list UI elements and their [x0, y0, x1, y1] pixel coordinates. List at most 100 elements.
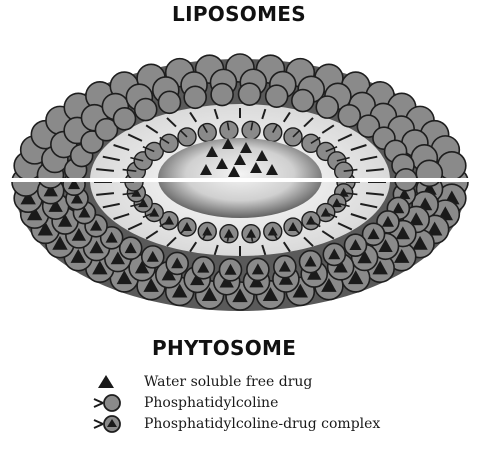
lipid-drug-complex-head — [140, 245, 165, 269]
lipid-head — [337, 103, 362, 128]
lipid-tail — [321, 124, 335, 134]
lipid-drug-complex-icon — [93, 415, 121, 433]
lipid-tail — [127, 222, 143, 231]
inner-complex-head — [159, 210, 179, 231]
inner-complex-head — [301, 210, 321, 231]
lipid-head — [210, 82, 234, 107]
lipid-tail — [350, 213, 367, 220]
lipid-tail — [365, 192, 384, 196]
legend-label: Water soluble free drug — [144, 374, 313, 390]
lipid-head — [112, 106, 137, 131]
lipid-tail — [96, 192, 115, 196]
vesicle-illustration — [0, 53, 478, 311]
lipid-drug-complex-head — [99, 225, 124, 250]
inner-lipid-head — [283, 127, 303, 147]
lipid-tail — [145, 124, 159, 134]
lipid-tail — [102, 155, 120, 162]
lipid-tail — [113, 144, 130, 151]
inner-complex-head — [263, 221, 283, 242]
inner-lipid-head — [197, 122, 217, 143]
lipid-tail — [365, 168, 384, 172]
lipid-tail — [303, 117, 314, 128]
cross-section-divider — [0, 178, 478, 182]
lipid-head — [133, 97, 158, 122]
lipid-tail — [261, 108, 267, 120]
free-drug-triangles — [200, 138, 278, 177]
inner-complex-head — [197, 221, 217, 242]
free-drug-triangle — [216, 158, 228, 169]
lipid-tail — [189, 111, 198, 123]
lipid-tail — [282, 111, 291, 123]
lipid-tail — [127, 133, 143, 142]
free-drug-triangle — [222, 138, 234, 149]
free-drug-triangle — [250, 162, 262, 173]
lipid-drug-complex-head — [118, 236, 143, 261]
lipid-drug-complex-head — [361, 222, 386, 247]
lipid-drug-complex-head — [246, 257, 270, 282]
lipid-drug-complex-head — [191, 256, 216, 280]
free-drug-triangle — [240, 142, 252, 153]
inner-lipid-head — [219, 120, 239, 140]
lipid-head — [157, 90, 182, 115]
lipid-tail — [102, 202, 120, 209]
lipid-tail — [321, 230, 335, 240]
legend-item-phosphatidylcholine: Phosphatidylcoline — [92, 393, 472, 414]
phytosome-title: PHYTOSOME — [152, 336, 297, 360]
lipid-head — [94, 117, 119, 142]
lipid-drug-complex-head — [165, 251, 189, 276]
phospholipid-heads — [11, 53, 469, 311]
lipid-tail — [350, 144, 367, 151]
legend-label: Phosphatidylcoline — [144, 395, 279, 411]
lipid-tail — [337, 133, 353, 142]
inner-complex-head — [219, 224, 239, 244]
lipid-tail — [360, 202, 378, 209]
lipid-tail — [282, 241, 291, 253]
lipid-tail — [96, 168, 115, 172]
inner-complex-head — [177, 217, 197, 237]
lipid-head — [264, 84, 289, 108]
lipid-tail — [261, 244, 267, 256]
free-drug-triangle — [200, 164, 212, 175]
lipid-head-icon — [93, 394, 121, 412]
lipid-tail — [189, 241, 198, 253]
lipid-drug-complex-head — [298, 249, 323, 274]
free-drug-triangle — [228, 166, 240, 177]
inner-lipid-head — [142, 141, 164, 162]
lipid-head — [356, 114, 381, 139]
legend-item-complex: Phosphatidylcoline-drug complex — [92, 414, 472, 435]
lipid-tail — [303, 236, 314, 247]
free-drug-triangle — [206, 146, 218, 157]
lipid-drug-complex-head — [322, 242, 347, 267]
inner-complex-head — [241, 224, 261, 244]
lipid-head — [315, 95, 340, 119]
free-drug-triangle — [256, 150, 268, 161]
inner-lipid-head — [177, 127, 197, 147]
lipid-head — [237, 82, 262, 106]
lipid-tail — [213, 108, 219, 120]
lipid-tail — [145, 230, 159, 240]
inner-lipid-head — [301, 133, 321, 154]
inner-complex-head — [283, 217, 303, 237]
lipid-tail — [113, 213, 130, 220]
free-drug-triangle — [266, 164, 278, 175]
lipid-tail — [166, 236, 177, 247]
lipid-drug-complex-head — [273, 254, 297, 279]
free-drug-triangle — [234, 154, 246, 165]
liposomes-title: LIPOSOMES — [172, 2, 306, 26]
legend-item-free-drug: Water soluble free drug — [92, 372, 472, 393]
inner-lipid-head — [159, 133, 179, 154]
triangle-icon — [98, 375, 114, 388]
lipid-head — [415, 159, 444, 188]
lipid-drug-complex-head — [343, 233, 368, 258]
lipid-tail — [360, 155, 378, 162]
inner-complex-head — [316, 202, 338, 223]
legend: Water soluble free drug Phosphatidylcoli… — [92, 372, 472, 435]
lipid-head — [291, 88, 315, 113]
lipid-tail — [337, 222, 353, 231]
inner-lipid-head — [263, 122, 283, 143]
legend-label: Phosphatidylcoline-drug complex — [144, 416, 381, 432]
lipid-drug-complex-head — [218, 258, 243, 282]
lipid-tail — [166, 117, 177, 128]
lipid-head — [183, 85, 207, 110]
